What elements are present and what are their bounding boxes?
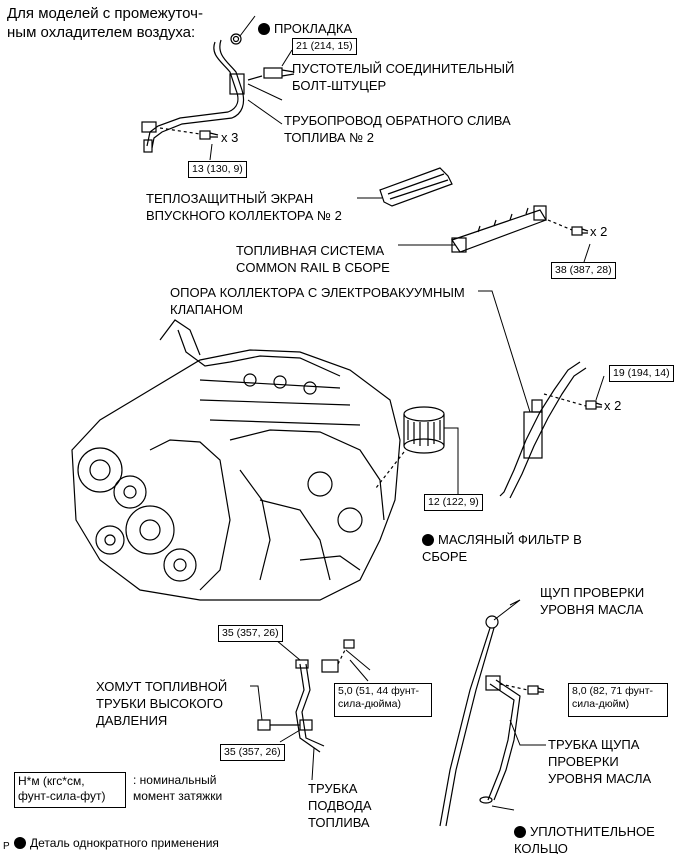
legend-torque-units: Н*м (кгс*см, фунт-сила-фут) [14,772,126,808]
common-rail-drawing [451,205,589,253]
oil-filter-drawing [375,406,445,489]
return-pipe-label: ТРУБОПРОВОД ОБРАТНОГО СЛИВА ТОПЛИВА № 2 [284,113,511,145]
common-rail-label: ТОПЛИВНАЯ СИСТЕМА COMMON RAIL В СБОРЕ [236,243,390,275]
gasket-callout: ПРОКЛАДКА [258,3,352,37]
engine-block-drawing [71,319,401,601]
non-reusable-icon [258,23,270,35]
non-reusable-icon [514,826,526,838]
torque-spec-manifold-stay: 19 (194, 14) [609,365,674,382]
oil-filter-label: МАСЛЯНЫЙ ФИЛЬТР В СБОРЕ [422,532,582,564]
torque-spec-dipstick-guide: 8,0 (82, 71 фунт- сила-дюйм) [568,683,668,717]
inlet-pipe-label: ТРУБКА ПОДВОДА ТОПЛИВА [308,781,372,830]
union-bolt-label: ПУСТОТЕЛЫЙ СОЕДИНИТЕЛЬНЫЙ БОЛТ-ШТУЦЕР [292,61,515,93]
dipstick-drawing [439,615,499,827]
torque-spec-oil-filter: 12 (122, 9) [424,494,483,511]
o-ring-callout: УПЛОТНИТЕЛЬНОЕ КОЛЬЦО [514,806,655,854]
torque-spec-return-pipe-bolts: 13 (130, 9) [188,161,247,178]
gasket-label: ПРОКЛАДКА [274,21,353,36]
torque-spec-union-bolt: 21 (214, 15) [292,38,357,55]
bolt-x3-drawing [159,127,219,140]
torque-spec-clamp-lower: 35 (357, 26) [220,744,285,761]
fuel-inlet-pipe-drawing [257,639,355,753]
quantity-x2-rail: x 2 [590,224,608,239]
dipstick-guide-label: ТРУБКА ЩУПА ПРОВЕРКИ УРОВНЯ МАСЛА [548,737,652,786]
dipstick-label: ЩУП ПРОВЕРКИ УРОВНЯ МАСЛА [540,585,645,617]
page-code: P [3,841,10,852]
oil-filter-callout: МАСЛЯНЫЙ ФИЛЬТР В СБОРЕ [422,514,582,565]
torque-spec-inlet-clamp-bolt: 5,0 (51, 44 фунт- сила-дюйма) [334,683,432,717]
quantity-x2-stay: x 2 [604,398,622,413]
o-ring-label: УПЛОТНИТЕЛЬНОЕ КОЛЬЦО [514,824,655,854]
manifold-stay-label: ОПОРА КОЛЛЕКТОРА С ЭЛЕКТРОВАКУУМНЫМ КЛАП… [170,285,465,317]
non-reusable-icon [14,837,26,849]
dipstick-guide-drawing [479,675,545,804]
heat-shield-label: ТЕПЛОЗАЩИТНЫЙ ЭКРАН ВПУСКНОГО КОЛЛЕКТОРА… [146,191,342,223]
header-note: Для моделей с промежуточ- ным охладителе… [7,5,203,41]
torque-spec-clamp-upper: 35 (357, 26) [218,625,283,642]
legend-torque-desc: : номинальный момент затяжки [133,773,223,803]
union-bolt-drawing [263,67,295,79]
legend-non-reusable-text: Деталь однократного применения [30,836,219,850]
legend-non-reusable: Деталь однократного применения [14,818,219,852]
quantity-x3: x 3 [221,130,239,145]
fuel-return-pipe-drawing [141,33,263,153]
clamp-label: ХОМУТ ТОПЛИВНОЙ ТРУБКИ ВЫСОКОГО ДАВЛЕНИЯ [96,679,228,728]
manifold-stay-drawing [499,361,603,499]
heat-shield-drawing [379,167,453,207]
torque-spec-common-rail: 38 (387, 28) [551,262,616,279]
non-reusable-icon [422,534,434,546]
